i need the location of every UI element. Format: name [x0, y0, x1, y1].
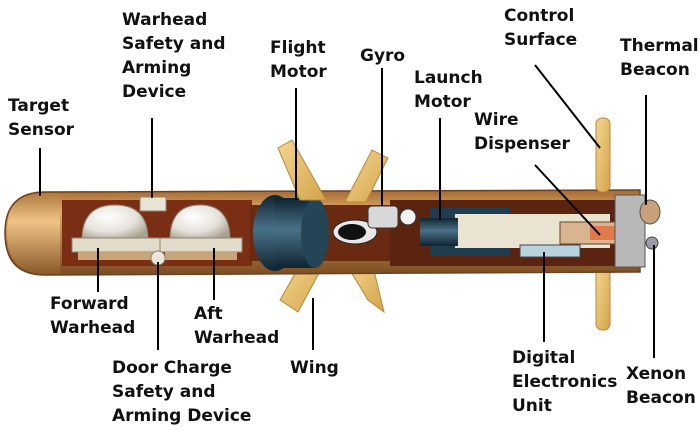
control-surface-fin-upper: [595, 117, 611, 193]
nose-cone: [7, 193, 60, 274]
label-gyro: Gyro: [360, 46, 406, 66]
gyro: [367, 205, 417, 229]
label-forward-warhead: Forward Warhead: [50, 294, 136, 338]
label-launch-motor: Launch Motor: [414, 68, 483, 112]
wing-upper: [277, 139, 389, 203]
label-aft-warhead: Aft Warhead: [194, 304, 280, 348]
control-surface-fin-lower: [595, 267, 611, 331]
forward-warhead-dome: [71, 204, 161, 260]
digital-electronics-unit: [519, 244, 581, 258]
tail-beacons: [614, 194, 661, 268]
label-xenon-beacon: Xenon Beacon: [626, 364, 696, 408]
label-thermal-beacon: Thermal Beacon: [620, 36, 699, 80]
label-wing: Wing: [290, 358, 339, 378]
label-door-charge: Door Charge Safety and Arming Device: [112, 358, 252, 426]
aft-warhead-dome: [159, 204, 243, 260]
leader-control-surface: [534, 64, 601, 149]
label-flight-motor: Flight Motor: [270, 38, 327, 82]
wire-dispenser: [559, 221, 616, 245]
leader-lines: [39, 64, 655, 358]
label-target-sensor: Target Sensor: [8, 96, 75, 140]
label-digital-electronics: Digital Electronics Unit: [512, 348, 618, 416]
label-control-surface: Control Surface: [504, 6, 578, 50]
label-warhead-safety: Warhead Safety and Arming Device: [122, 10, 226, 102]
launch-motor: [420, 218, 458, 246]
label-wire-dispenser: Wire Dispenser: [474, 110, 570, 154]
safety-arming-device-top: [139, 196, 167, 212]
flight-motor: [253, 195, 378, 271]
leader-wire-dispenser: [534, 164, 601, 236]
